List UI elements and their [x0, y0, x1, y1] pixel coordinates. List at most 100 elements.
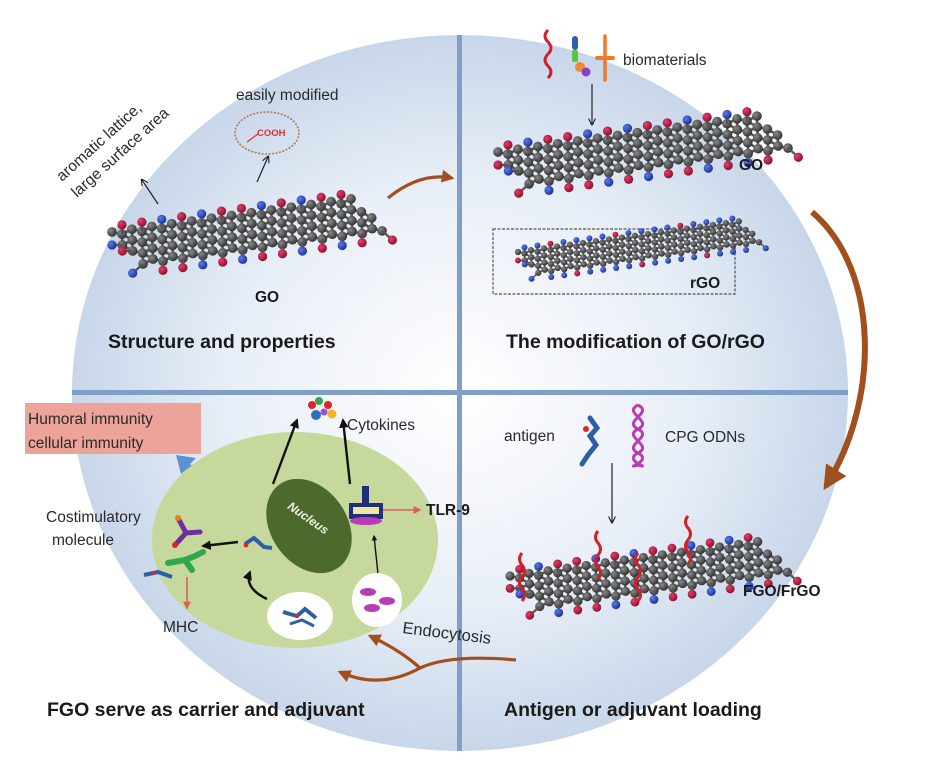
carbon-atom [227, 232, 238, 243]
nitrogen-atom [198, 260, 208, 270]
carbon-atom [715, 552, 725, 562]
carbon-atom [696, 565, 706, 576]
carbon-atom [591, 573, 601, 583]
nitrogen-atom [297, 246, 307, 256]
carbon-atom [639, 584, 650, 594]
carbon-atom [127, 235, 138, 245]
carbon-atom [648, 565, 658, 575]
nitrogen-atom [599, 233, 606, 240]
carbon-atom [712, 127, 723, 138]
oxygen-atom [584, 180, 594, 190]
carbon-atom [572, 136, 583, 146]
carbon-atom [580, 246, 587, 254]
carbon-atom [716, 230, 723, 237]
immunity-line1: Humoral immunity [28, 411, 153, 428]
nitrogen-atom [157, 214, 167, 224]
carbon-atom [593, 252, 600, 259]
carbon-atom [749, 230, 756, 237]
carbon-atom [606, 243, 613, 250]
carbon-atom [668, 573, 678, 583]
carbon-atom [277, 228, 287, 239]
carbon-atom [671, 241, 678, 248]
carbon-atom [645, 252, 652, 259]
peptide-wavy-icon [543, 28, 553, 80]
carbon-atom [773, 565, 783, 575]
carbon-atom [763, 559, 773, 570]
carbon-atom [166, 218, 177, 229]
nitrogen-atom [665, 257, 672, 264]
oxygen-atom [357, 238, 367, 248]
carbon-atom [592, 238, 600, 245]
carbon-atom [722, 129, 733, 140]
carbon-atom [187, 237, 198, 248]
carbon-atom [567, 248, 574, 256]
carbon-atom [227, 221, 237, 232]
nitrogen-atom [744, 581, 754, 591]
carbon-atom [367, 223, 377, 234]
carbon-atom [534, 581, 544, 591]
carbon-atom [684, 239, 691, 246]
nitrogen-atom [503, 166, 513, 176]
oxygen-atom [743, 533, 753, 542]
carbon-atom [552, 138, 563, 149]
carbon-atom [581, 571, 592, 581]
carbon-atom [586, 255, 594, 262]
carbon-atom [346, 194, 356, 204]
carbon-atom [697, 576, 707, 586]
carbon-atom [706, 567, 716, 577]
easily-modified-label: easily modified [236, 87, 339, 104]
carbon-atom [188, 248, 198, 259]
fgo-label: FGO/FrGO [743, 583, 821, 600]
carbon-atom [560, 258, 568, 266]
carbon-atom [716, 573, 726, 583]
oxygen-atom [763, 579, 773, 589]
carbon-atom [620, 586, 631, 596]
carbon-atom [346, 215, 357, 226]
carbon-atom [533, 163, 544, 174]
carbon-atom [237, 234, 248, 245]
oxygen-atom [277, 249, 288, 259]
carbon-atom [625, 235, 632, 243]
carbon-atom [287, 224, 297, 234]
carbon-atom [631, 232, 639, 239]
carbon-atom [620, 565, 630, 576]
cell-to-cytokines-arrow [271, 418, 299, 485]
carbon-atom [677, 578, 688, 589]
nucleus-icon [266, 478, 352, 574]
carbon-atom [696, 555, 706, 565]
carbon-atom [658, 243, 665, 250]
oxygen-atom [503, 140, 513, 150]
quadrant-title-structure: Structure and properties [108, 331, 336, 353]
carbon-atom [657, 229, 665, 236]
carbon-atom [645, 237, 652, 245]
oxygen-atom [683, 166, 693, 176]
flow-arrow-to-modification [386, 169, 455, 200]
oxygen-atom [648, 546, 658, 556]
carbon-atom [652, 125, 663, 135]
carbon-atom [167, 229, 177, 240]
carbon-atom [524, 579, 535, 589]
carbon-atom [554, 171, 564, 182]
carbon-atom [583, 149, 593, 159]
carbon-atom [632, 127, 643, 138]
carbon-atom [513, 155, 524, 165]
carbon-atom [620, 576, 630, 586]
carbon-atom [653, 157, 664, 168]
carbon-atom [671, 248, 678, 255]
carbon-atom [692, 119, 703, 130]
carbon-atom [658, 581, 669, 591]
carbon-atom [712, 116, 722, 127]
carbon-atom [753, 143, 763, 154]
carbon-atom [618, 234, 626, 241]
nitrogen-atom [722, 109, 732, 120]
carbon-atom [599, 239, 606, 246]
carbon-atom [716, 237, 724, 244]
carbon-atom [732, 124, 743, 135]
oxygen-atom [573, 605, 583, 615]
costimulatory-molecule-icon [172, 515, 203, 548]
oxygen-atom [505, 583, 515, 593]
nitrogen-atom [651, 226, 658, 233]
carbon-atom [638, 248, 646, 255]
carbon-atom [629, 567, 639, 578]
oxygen-atom [177, 211, 187, 222]
